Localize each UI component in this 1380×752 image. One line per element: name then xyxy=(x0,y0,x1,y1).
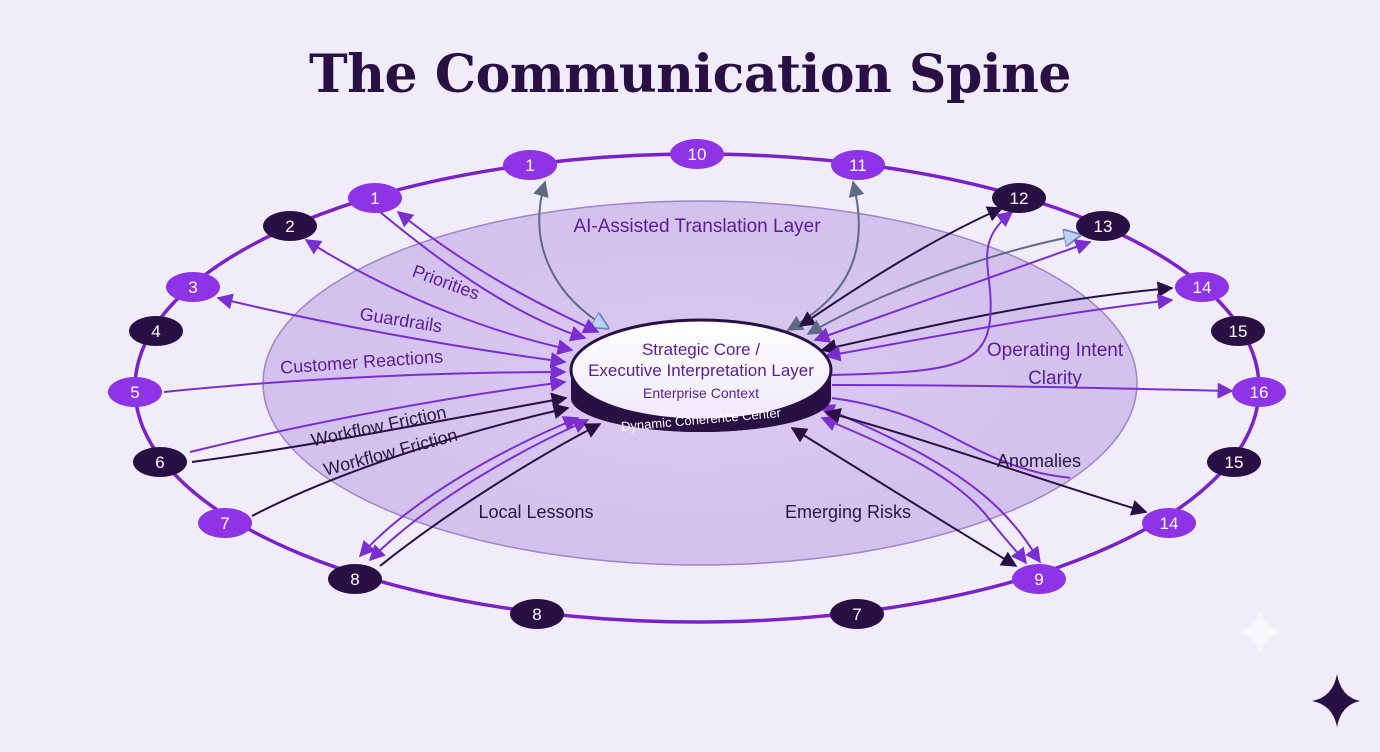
ring-node-shape xyxy=(1211,316,1265,346)
label-operating-intent: Operating Intent xyxy=(987,340,1124,361)
ring-node-shape xyxy=(670,139,724,169)
core-subtitle: Enterprise Context xyxy=(643,385,759,401)
ring-node-shape xyxy=(1232,377,1286,407)
ring-node-left-2: 2 xyxy=(263,211,317,241)
ring-node-shape xyxy=(992,183,1046,213)
ring-node-shape xyxy=(510,599,564,629)
ring-node-label: 2 xyxy=(285,217,294,236)
ring-node-shape xyxy=(1076,211,1130,241)
ring-node-label: 16 xyxy=(1250,383,1269,402)
ring-node-label: 13 xyxy=(1094,217,1113,236)
ring-node-label: 1 xyxy=(525,156,534,175)
flow-arrows xyxy=(163,180,1234,567)
ring-node-label: 11 xyxy=(849,156,867,175)
ring-node-label: 14 xyxy=(1160,514,1179,533)
ring-node-label: 15 xyxy=(1225,453,1244,472)
ring-node-label: 9 xyxy=(1034,570,1043,589)
ring-node-right-15a: 15 xyxy=(1211,316,1265,346)
ring-node-top-1: 1 xyxy=(503,150,557,180)
ring-node-shape xyxy=(830,599,884,629)
ring-node-bottom-9: 9 xyxy=(1012,564,1066,594)
ring-node-shape xyxy=(263,211,317,241)
ring-node-label: 7 xyxy=(220,514,229,533)
core-title-line1: Strategic Core / xyxy=(642,340,760,359)
ring-node-shape xyxy=(1207,447,1261,477)
ring-node-label: 5 xyxy=(130,383,139,402)
ring-node-top-11: 11 xyxy=(831,150,885,180)
ring-node-label: 1 xyxy=(370,189,379,208)
ring-node-bottom-8a: 8 xyxy=(328,564,382,594)
ring-node-label: 8 xyxy=(350,570,359,589)
ring-node-right-14b: 14 xyxy=(1142,508,1196,538)
page-title: The Communication Spine xyxy=(309,44,1071,105)
ring-node-left-1: 1 xyxy=(348,183,402,213)
ring-node-shape xyxy=(108,377,162,407)
ring-node-top-10: 10 xyxy=(670,139,724,169)
ring-node-shape xyxy=(831,150,885,180)
ring-node-left-6: 6 xyxy=(133,447,187,477)
ring-node-shape xyxy=(348,183,402,213)
ring-node-left-3: 3 xyxy=(166,272,220,302)
ring-node-left-5: 5 xyxy=(108,377,162,407)
ring-node-right-14a: 14 xyxy=(1175,272,1229,302)
ring-node-label: 8 xyxy=(532,605,541,624)
ring-node-shape xyxy=(328,564,382,594)
label-local-lessons: Local Lessons xyxy=(478,502,593,522)
translation-layer-label: AI-Assisted Translation Layer xyxy=(573,216,821,237)
core-title-line2: Executive Interpretation Layer xyxy=(588,361,814,380)
ring-node-shape xyxy=(503,150,557,180)
ring-node-label: 4 xyxy=(151,322,160,341)
ring-node-shape xyxy=(166,272,220,302)
ring-node-shape xyxy=(133,447,187,477)
core-disc-top xyxy=(569,318,833,422)
sparkle-icon xyxy=(1312,674,1360,727)
ring-node-label: 15 xyxy=(1229,322,1248,341)
ring-node-left-7: 7 xyxy=(198,508,252,538)
ring-node-shape xyxy=(1012,564,1066,594)
ring-node-left-4: 4 xyxy=(129,316,183,346)
ring-node-label: 12 xyxy=(1010,189,1029,208)
ring-node-shape xyxy=(198,508,252,538)
ring-node-right-12: 12 xyxy=(992,183,1046,213)
strategic-core: Strategic Core / Executive Interpretatio… xyxy=(569,318,833,434)
ring-node-right-13: 13 xyxy=(1076,211,1130,241)
ring-node-right-16: 16 xyxy=(1232,377,1286,407)
ring-node-shape xyxy=(129,316,183,346)
sparkle-faint-icon xyxy=(1237,608,1283,656)
ring-node-label: 7 xyxy=(852,605,861,624)
label-anomalies: Anomalies xyxy=(997,451,1081,471)
label-clarity: Clarity xyxy=(1028,368,1082,389)
ring-node-label: 3 xyxy=(188,278,197,297)
ring-node-label: 14 xyxy=(1193,278,1212,297)
ring-node-bottom-7: 7 xyxy=(830,599,884,629)
ring-node-right-15b: 15 xyxy=(1207,447,1261,477)
label-emerging-risks: Emerging Risks xyxy=(785,502,911,522)
ring-node-shape xyxy=(1142,508,1196,538)
ring-node-shape xyxy=(1175,272,1229,302)
ring-node-bottom-8b: 8 xyxy=(510,599,564,629)
ring-node-label: 10 xyxy=(688,145,707,164)
ring-node-label: 6 xyxy=(155,453,164,472)
